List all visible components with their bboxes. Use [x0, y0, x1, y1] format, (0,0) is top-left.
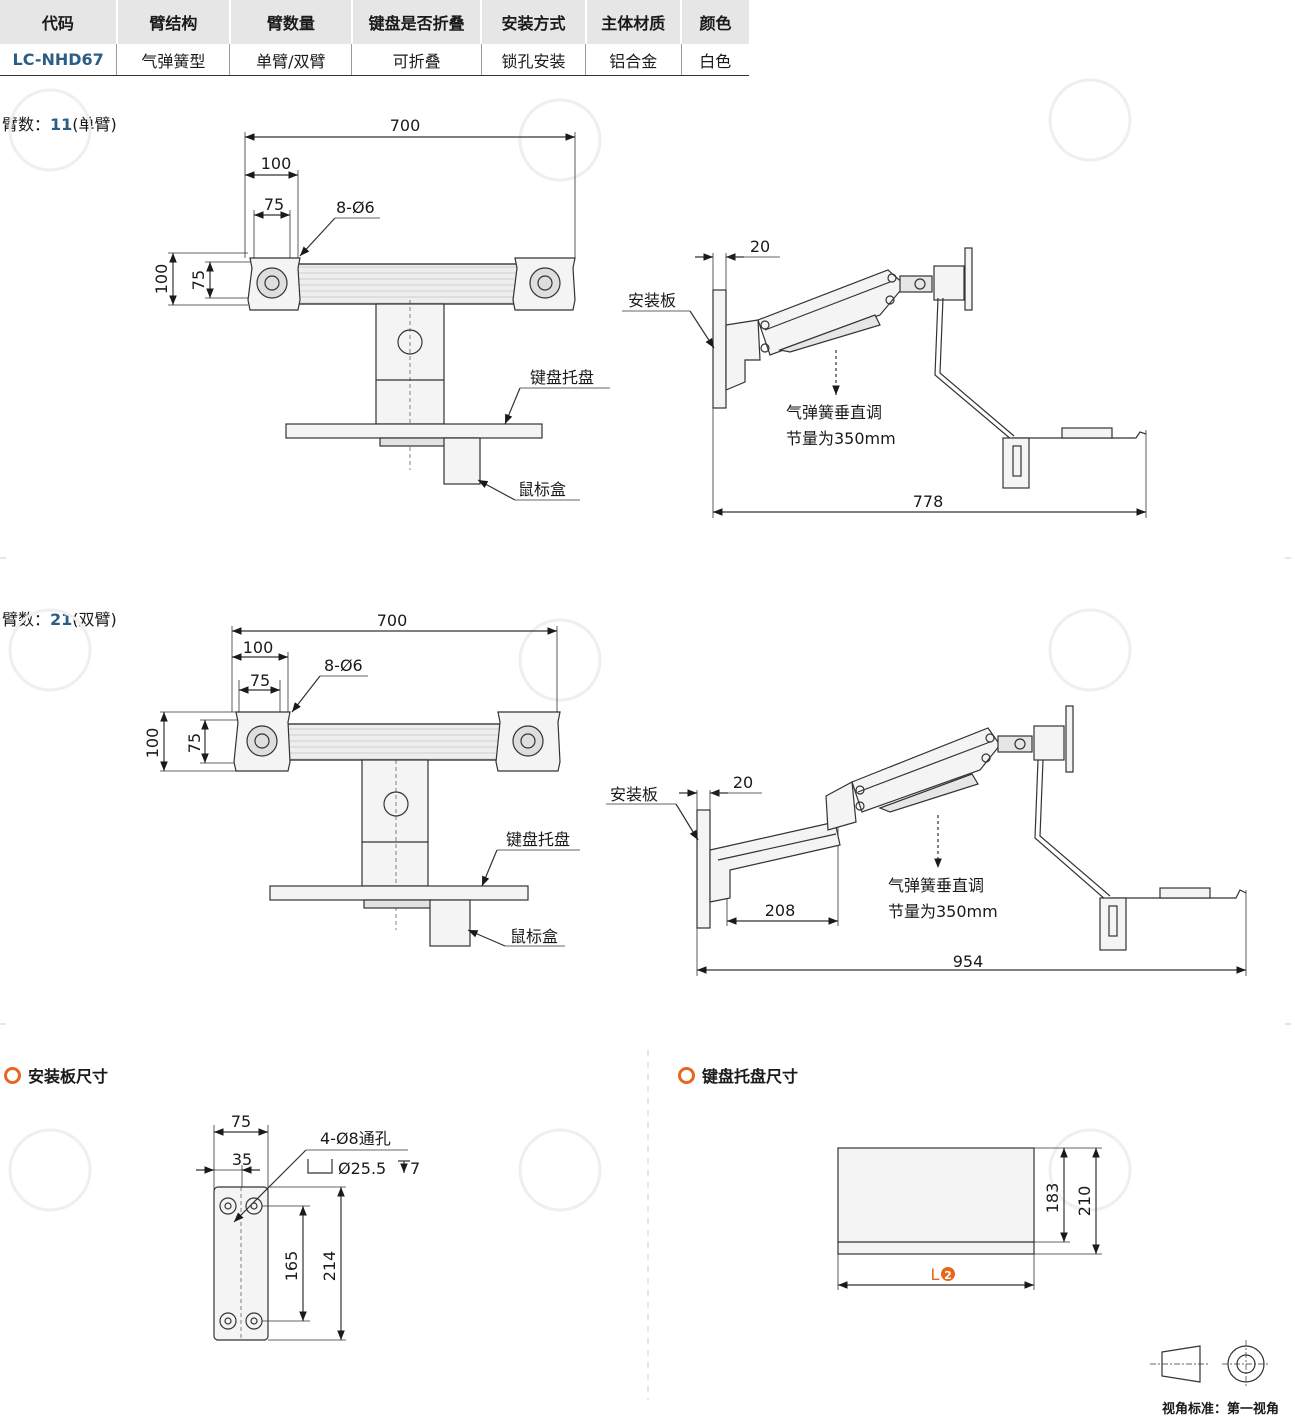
col-header: 颜色 [681, 0, 749, 44]
table-header-row: 代码 臂结构 臂数量 键盘是否折叠 安装方式 主体材质 颜色 [0, 0, 749, 44]
note-spring-line1: 气弹簧垂直调 [888, 876, 984, 895]
dim-counterbore: Ø25.5 [338, 1159, 386, 1178]
front-view-single [168, 132, 610, 501]
arm-count-label-1: 臂数：11(单臂) [2, 111, 117, 135]
first-angle-projection-icon [1150, 1340, 1270, 1388]
table-cell-model: LC-NHD67 [0, 44, 118, 76]
dim-208: 208 [765, 901, 796, 920]
callout-keyboard-tray: 键盘托盘 [530, 368, 594, 387]
dim-h75: 75 [185, 733, 204, 753]
length-index-badge [941, 1267, 955, 1281]
dim-hole-spacing: 165 [282, 1251, 301, 1282]
dim-plate-width: 75 [231, 1112, 251, 1131]
callout-mount-plate: 安装板 [628, 291, 676, 310]
label-suffix: (单臂) [72, 115, 117, 134]
dim-75: 75 [250, 671, 270, 690]
dim-h75: 75 [189, 270, 208, 290]
dim-holes: 8-Ø6 [336, 198, 375, 217]
circle-bullet-icon [678, 1066, 695, 1084]
spec-table: 代码 臂结构 臂数量 键盘是否折叠 安装方式 主体材质 颜色 LC-NHD67 … [0, 0, 749, 76]
col-header: 臂结构 [116, 0, 231, 44]
col-header: 安装方式 [481, 0, 587, 44]
tray-drawing [837, 1147, 1102, 1290]
dim-954: 954 [953, 952, 984, 971]
table-row: LC-NHD67 气弹簧型 单臂/双臂 可折叠 锁孔安装 铝合金 白色 [0, 44, 749, 76]
dim-h100: 100 [152, 264, 171, 295]
dim-plate-height: 214 [320, 1251, 339, 1282]
callout-mount-plate: 安装板 [610, 785, 658, 804]
tray-dims-title: 键盘托盘尺寸 [678, 1063, 798, 1087]
section-separators [0, 557, 1295, 1400]
table-cell: 单臂/双臂 [229, 44, 353, 76]
col-header: 主体材质 [585, 0, 683, 44]
note-spring-line2: 节量为350mm [786, 429, 896, 448]
length-index-label: 2 [944, 1269, 952, 1282]
side-view-double [606, 705, 1247, 976]
circle-bullet-icon [4, 1066, 21, 1084]
dim-100: 100 [261, 154, 292, 173]
plate-drawing [196, 1125, 410, 1341]
side-view-single [622, 247, 1147, 518]
dim-holes: 8-Ø6 [324, 656, 363, 675]
dim-tray-total: 210 [1075, 1186, 1094, 1217]
dim-20: 20 [750, 237, 770, 256]
dim-100: 100 [243, 638, 274, 657]
callout-keyboard-tray: 键盘托盘 [506, 830, 570, 849]
plate-dims-title: 安装板尺寸 [4, 1063, 108, 1087]
dim-h100: 100 [143, 728, 162, 759]
dim-700: 700 [390, 116, 421, 135]
watermark [8, 78, 1132, 1212]
dim-hole-offset: 35 [232, 1150, 252, 1169]
front-view-double [160, 626, 580, 947]
dim-hole-spec: 4-Ø8通孔 [320, 1129, 391, 1148]
plate-dims-title-text: 安装板尺寸 [28, 1067, 109, 1086]
col-header: 代码 [0, 0, 118, 44]
table-cell: 铝合金 [585, 44, 682, 76]
table-cell: 气弹簧型 [116, 44, 231, 76]
dim-tray-length: L [931, 1265, 940, 1284]
arm-count-value: 11 [50, 115, 73, 134]
dim-depth: 7 [410, 1159, 420, 1178]
note-spring-line2: 节量为350mm [888, 902, 998, 921]
col-header: 臂数量 [229, 0, 353, 44]
note-spring-line1: 气弹簧垂直调 [786, 403, 882, 422]
callout-mouse-box: 鼠标盒 [510, 927, 558, 946]
dim-700: 700 [377, 611, 408, 630]
label-suffix: (双臂) [72, 610, 117, 629]
table-cell: 可折叠 [351, 44, 482, 76]
table-cell: 白色 [681, 44, 749, 76]
table-cell: 锁孔安装 [481, 44, 587, 76]
label-prefix: 臂数： [2, 115, 51, 134]
dim-20: 20 [733, 773, 753, 792]
view-standard-footer: 视角标准：第一视角 [1161, 1402, 1279, 1417]
dim-778: 778 [913, 492, 944, 511]
dim-tray-depth: 183 [1043, 1183, 1062, 1214]
dim-75: 75 [264, 195, 284, 214]
col-header: 键盘是否折叠 [351, 0, 483, 44]
tray-dims-title-text: 键盘托盘尺寸 [702, 1067, 799, 1086]
callout-mouse-box: 鼠标盒 [518, 480, 566, 499]
